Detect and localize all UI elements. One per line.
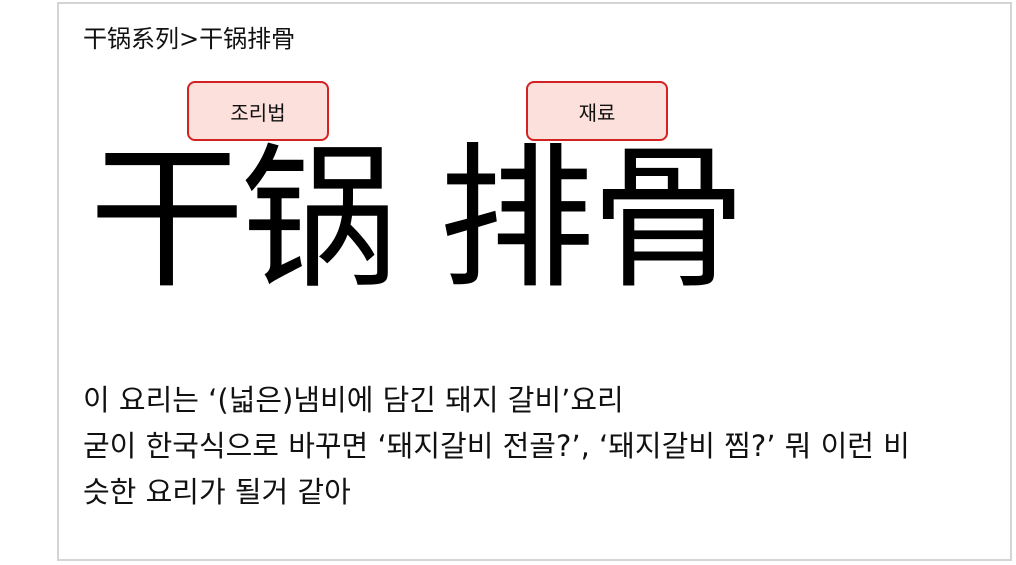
description-line: 굳이 한국식으로 바꾸면 ‘돼지갈비 전골?’, ‘돼지갈비 찜?’ 뭐 이런 … xyxy=(83,429,910,463)
ingredients-button-label: 재료 xyxy=(578,100,616,125)
ingredients-button[interactable]: 재료 xyxy=(526,81,668,141)
recipe-button[interactable]: 조리법 xyxy=(187,81,329,141)
description-line: 슷한 요리가 될거 같아 xyxy=(83,475,351,509)
recipe-button-label: 조리법 xyxy=(230,100,286,125)
breadcrumb: 干锅系列>干锅排骨 xyxy=(83,25,296,53)
slide-frame: 干锅系列>干锅排骨 조리법 재료 干锅 排骨 이 요리는 ‘(넓은)냄비에 담긴… xyxy=(57,2,1012,561)
description-line: 이 요리는 ‘(넓은)냄비에 담긴 돼지 갈비’요리 xyxy=(83,383,624,417)
description-text: 이 요리는 ‘(넓은)냄비에 담긴 돼지 갈비’요리 굳이 한국식으로 바꾸면 … xyxy=(83,377,988,515)
dish-title: 干锅 排骨 xyxy=(89,128,747,310)
